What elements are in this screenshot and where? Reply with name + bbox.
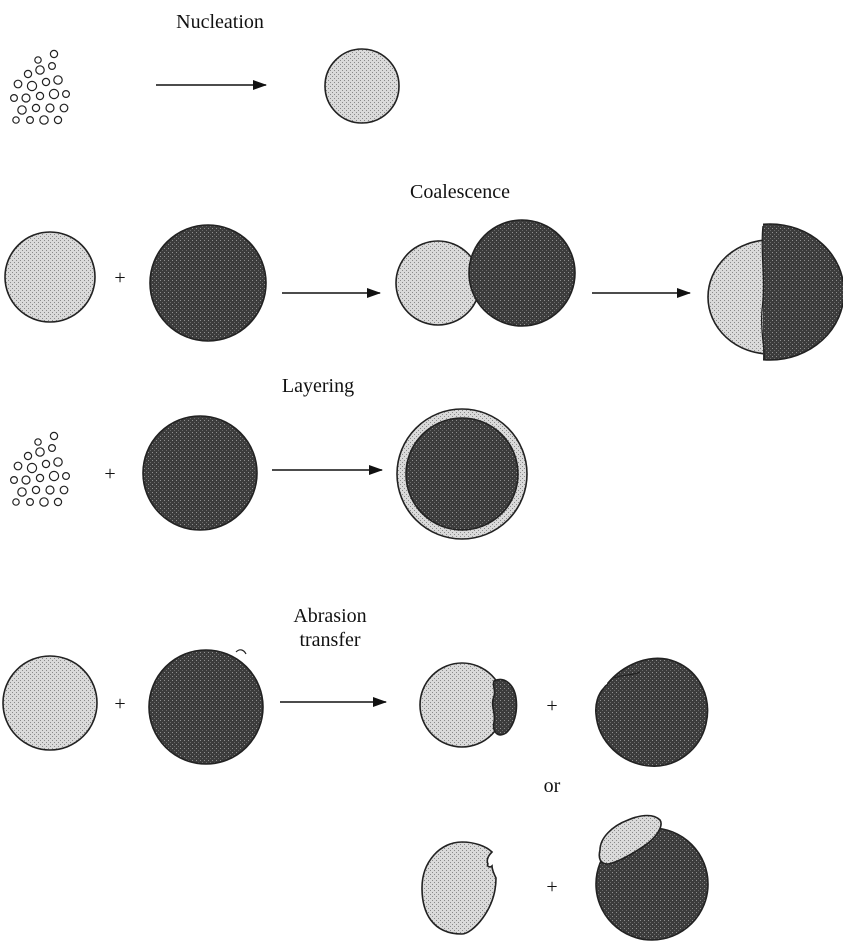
coalescence-label: Coalescence [410,181,510,203]
fine-particle [21,475,31,485]
fine-particle [47,444,56,453]
dark-granule-abrasion [148,649,264,765]
fine-particle [39,115,49,125]
fine-particle [26,462,38,474]
fine-particle-cluster-layering [10,431,70,507]
fine-particle [12,116,20,124]
fine-particle [47,61,56,70]
abrasion-label-line2: transfer [299,629,360,651]
fine-particle [17,105,27,115]
fine-particle [41,77,51,87]
fine-particle [59,103,69,113]
light-granule-abrasion [2,655,98,751]
fine-particle [17,487,27,497]
fine-particle [10,476,19,485]
fine-particle [53,497,63,507]
fine-particle [26,115,35,124]
light-granule-with-dark-fragment [419,662,518,748]
or-label: or [544,775,561,797]
fine-particle [31,103,41,113]
fine-particle [34,56,42,64]
nucleation-label: Nucleation [176,11,264,33]
fine-particle [48,470,60,482]
dark-granule-coalescence [149,224,267,342]
light-granule-coalescence [4,231,96,323]
fine-particle [45,485,55,495]
fine-particle [45,103,55,113]
fine-particle [12,498,20,506]
dark-granule-layering [142,415,258,531]
fine-particle [53,457,63,467]
fine-particle [59,485,69,495]
plus-sign-layering: + [104,463,115,485]
plus-sign-abrasion: + [114,693,125,715]
fine-particle [13,461,23,471]
fine-particle [61,472,70,481]
fine-particle [41,459,51,469]
dark-granule-with-light-fragment [595,814,709,941]
fine-particle [49,49,59,59]
fine-particle [48,88,60,100]
fine-particle [35,473,45,483]
fine-particle [35,447,45,457]
fine-particle [23,69,33,79]
fine-particle-cluster-nucleation [10,49,70,125]
nucleus-granule [324,48,400,124]
layered-granule [396,408,528,540]
fine-particle [39,497,49,507]
fine-particle [26,498,35,507]
fine-particle [49,431,59,441]
plus-sign-result-2: + [546,876,557,898]
plus-sign-coalescence: + [114,267,125,289]
layering-label: Layering [282,375,354,397]
fine-particle [26,80,38,92]
abrasion-label-line1: Abrasion [293,605,366,627]
fine-particle [53,75,63,85]
coalescing-light-granule [395,240,481,326]
fine-particle [35,91,45,101]
coalescing-dark-granule [468,219,576,327]
fine-particle [35,65,45,75]
chipped-dark-granule-1 [595,657,709,767]
fine-particle [23,451,33,461]
fine-particle [61,89,70,98]
chipped-light-granule [421,841,497,935]
fine-particle [53,115,63,125]
fine-particle [21,93,31,103]
coalesced-granule [707,223,843,361]
fine-particle [31,485,41,495]
fine-particle [10,93,19,102]
fine-particle [34,438,42,446]
fine-particle [13,79,23,89]
plus-sign-result-1: + [546,695,557,717]
